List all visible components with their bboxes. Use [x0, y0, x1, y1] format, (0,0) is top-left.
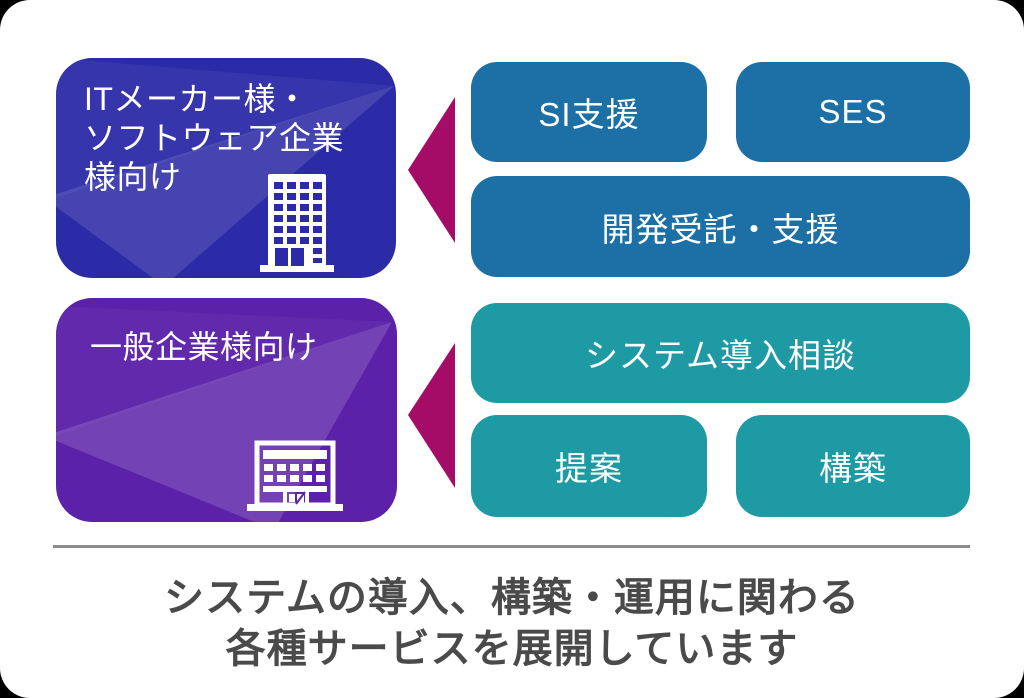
it-audience-label-line: ITメーカー様・ [84, 81, 309, 117]
caption-text: システムの導入、構築・運用に関わる 各種サービスを展開しています [0, 573, 1024, 675]
divider-line [53, 545, 970, 548]
si-support-button: SI支援 [471, 62, 707, 162]
caption-line: システムの導入、構築・運用に関わる [164, 576, 860, 620]
storefront-building-icon [247, 440, 343, 511]
light-wedge-decoration [56, 306, 392, 522]
it-audience-box: ITメーカー様・ ソフトウェア企業 様向け [56, 58, 396, 278]
light-wedge-decoration [56, 58, 394, 278]
it-audience-label: ITメーカー様・ ソフトウェア企業 様向け [84, 80, 344, 197]
left-arrow-icon [408, 97, 455, 243]
left-arrow-icon [408, 343, 455, 488]
ses-button: SES [736, 62, 970, 162]
general-audience-label: 一般企業様向け [90, 328, 318, 367]
caption-line: 各種サービスを展開しています [225, 627, 799, 671]
general-audience-label-line: 一般企業様向け [90, 329, 318, 365]
general-audience-box: 一般企業様向け [56, 298, 397, 522]
development-support-button: 開発受託・支援 [471, 176, 970, 277]
office-building-icon [260, 174, 334, 272]
construction-button: 構築 [736, 415, 970, 517]
system-consultation-button: システム導入相談 [471, 303, 970, 403]
it-audience-label-line: ソフトウェア企業 [84, 120, 345, 156]
proposal-button: 提案 [471, 415, 707, 517]
it-audience-label-line: 様向け [84, 159, 182, 195]
